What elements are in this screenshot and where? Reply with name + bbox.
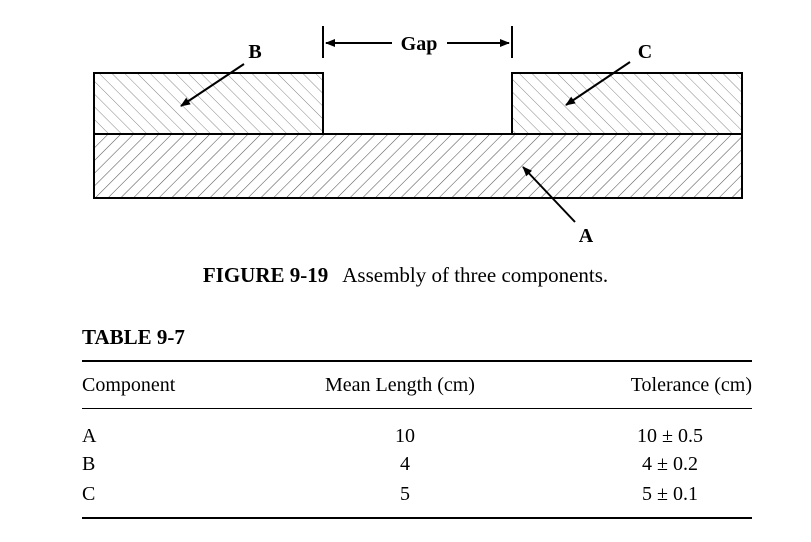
figure-caption-text: Assembly of three components.	[342, 263, 609, 287]
leader-b	[180, 63, 245, 107]
row-c-mean: 5	[400, 483, 410, 505]
component-c-body	[511, 72, 743, 135]
row-b-tolerance: 4 ± 0.2	[642, 453, 698, 475]
header-mean-length: Mean Length (cm)	[325, 374, 475, 396]
header-tolerance: Tolerance (cm)	[630, 374, 752, 396]
figure-caption: FIGURE 9-19 Assembly of three components.	[0, 262, 811, 288]
figure-number: FIGURE 9-19	[202, 263, 329, 287]
table-header-rule	[82, 408, 752, 409]
label-c: C	[638, 41, 652, 63]
row-c-tolerance: 5 ± 0.1	[642, 483, 698, 505]
row-b-component: B	[82, 453, 96, 475]
label-a: A	[579, 225, 594, 247]
label-b: B	[248, 41, 261, 63]
row-b-mean: 4	[400, 453, 410, 475]
assembly-figure: Gap B C A	[93, 26, 743, 247]
component-a-body	[93, 133, 743, 199]
leader-c	[565, 61, 631, 106]
leader-a	[522, 166, 576, 223]
row-c-component: C	[82, 483, 96, 505]
gap-label: Gap	[401, 33, 438, 55]
row-a-mean: 10	[395, 425, 415, 447]
table-top-rule	[82, 360, 752, 362]
row-a-tolerance: 10 ± 0.5	[637, 425, 703, 447]
header-component: Component	[82, 374, 176, 396]
row-a-component: A	[82, 425, 97, 447]
table-title: TABLE 9-7	[82, 325, 185, 349]
component-b-body	[93, 72, 324, 135]
table-bottom-rule	[82, 517, 752, 519]
